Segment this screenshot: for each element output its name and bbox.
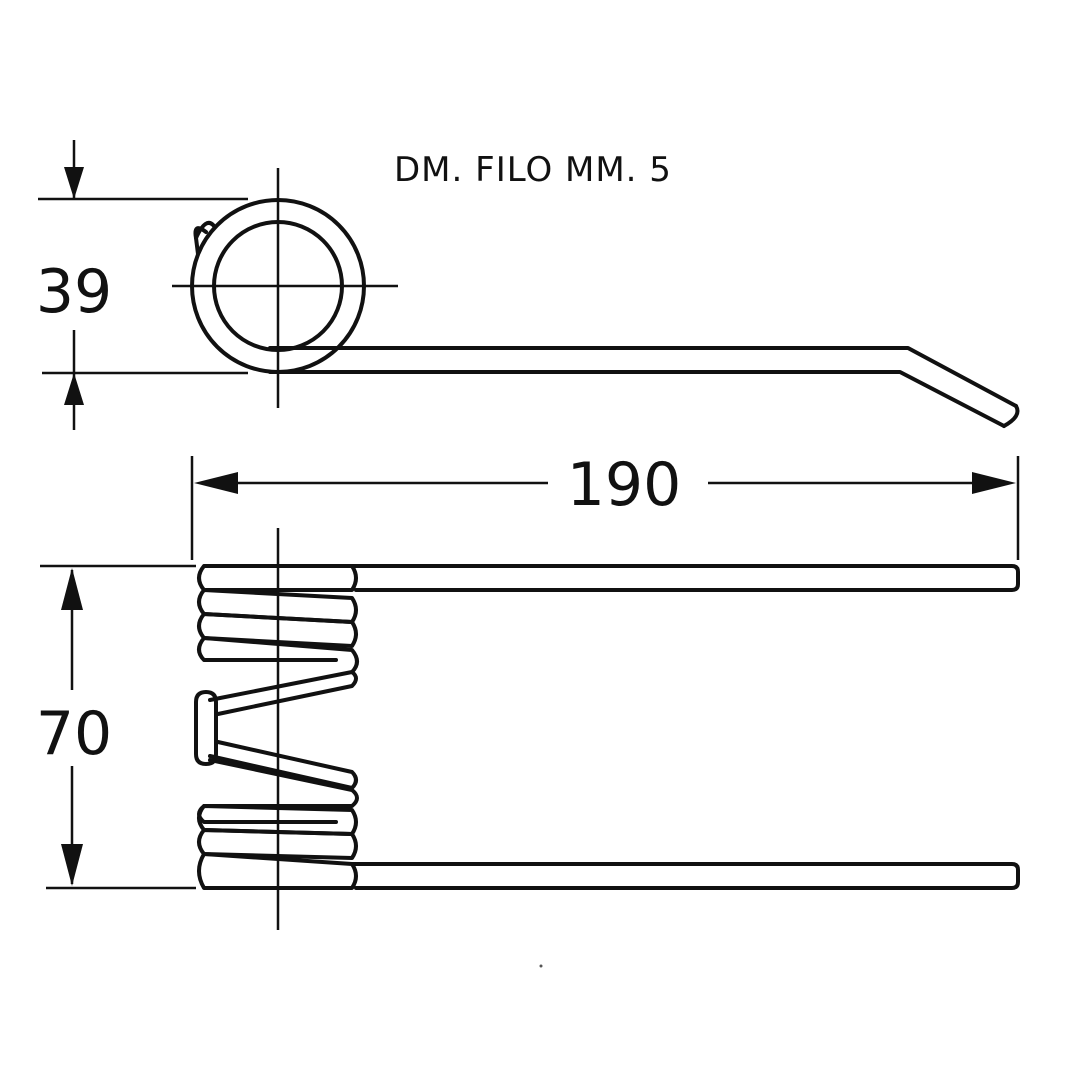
- side-view: [172, 168, 1020, 428]
- dimension-70: 70: [36, 564, 196, 890]
- front-view: [194, 528, 1020, 930]
- lower-arm: [350, 862, 1020, 890]
- dim-70-label: 70: [36, 699, 112, 769]
- center-loop: [194, 690, 218, 766]
- dim-39-arrow-bottom: [64, 373, 84, 405]
- wire-diameter-note: DM. FILO MM. 5: [394, 150, 672, 190]
- dim-190-arrow-right: [972, 472, 1016, 494]
- arm-bottom-edge: [268, 370, 1006, 428]
- dim-70-arrow-bottom: [61, 844, 83, 886]
- coil-end-hook-2: [194, 221, 216, 240]
- dimension-39: 39: [36, 140, 248, 430]
- dim-70-arrow-top: [61, 568, 83, 610]
- dimension-190: 190: [190, 450, 1020, 560]
- arm-tip: [1002, 404, 1020, 428]
- dim-39-arrow-top: [64, 167, 84, 199]
- arm-top-edge: [268, 346, 1018, 408]
- upper-arm: [350, 564, 1020, 592]
- dim-190-arrow-left: [194, 472, 238, 494]
- dim-39-label: 39: [36, 257, 112, 327]
- dim-190-label: 190: [567, 450, 682, 520]
- upper-coil: [197, 564, 359, 716]
- stray-dot: [539, 964, 543, 968]
